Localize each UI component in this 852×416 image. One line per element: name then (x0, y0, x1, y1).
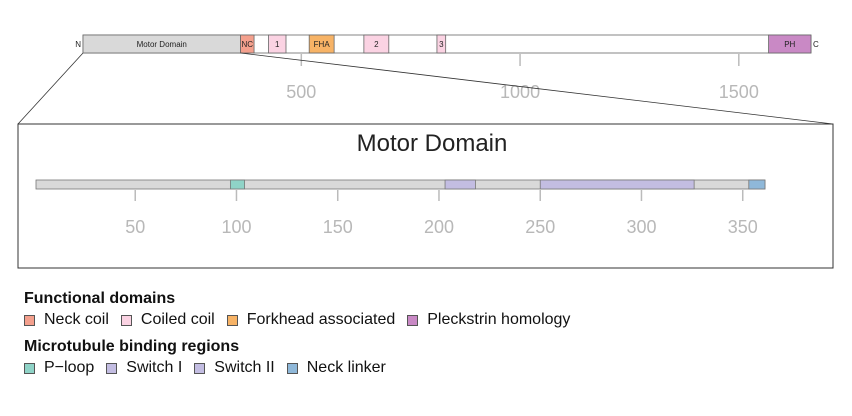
region-switch-ii (539, 179, 695, 190)
domain-fha (308, 34, 335, 54)
protein-tick-label: 500 (286, 82, 316, 102)
domain-label-motor-domain: Motor Domain (137, 40, 187, 49)
motor-panel-frame (17, 123, 834, 269)
region-p-loop (229, 179, 245, 190)
region-neck-linker (748, 179, 766, 190)
domain-2 (363, 34, 390, 54)
domain-label-3: 3 (439, 40, 444, 49)
legend-functional-coiled-coil: Coiled coil (120, 310, 215, 330)
legend-functional-pleckstrin-homology: Pleckstrin homology (407, 310, 570, 330)
domain-label-2: 2 (374, 40, 379, 49)
legend-swatch (24, 314, 35, 326)
legend-mt-switch-ii: Switch II (194, 358, 275, 378)
legend-swatch (226, 314, 238, 326)
legend-functional-neck-coil: Neck coil (24, 310, 109, 330)
motor-tick-label: 150 (323, 217, 353, 237)
motor-tick-label: 250 (525, 217, 555, 237)
domain-label-nc: NC (242, 40, 254, 49)
domain-3 (436, 34, 447, 54)
legend-label: P−loop (44, 359, 95, 376)
zoom-connector-left (17, 52, 84, 125)
legend-label: Coiled coil (140, 311, 215, 328)
legend: Functional domains Neck coil Coiled coil F… (24, 290, 582, 378)
c-terminus-label: C (813, 40, 819, 49)
zoom-connector-right (240, 52, 834, 125)
n-terminus-label: N (75, 40, 81, 49)
legend-label: Pleckstrin homology (427, 311, 571, 328)
legend-swatch (120, 314, 132, 326)
motor-tick-label: 50 (125, 217, 145, 237)
domain-label-ph: PH (784, 40, 795, 49)
mt-legend-title: Microtubule binding regions (24, 338, 240, 355)
protein-tick-label: 1000 (500, 82, 540, 102)
domain-label-fha: FHA (314, 40, 331, 49)
legend-label: Switch II (214, 359, 275, 376)
motor-tick-label: 200 (424, 217, 454, 237)
region-switch-i (444, 179, 476, 190)
legend-swatch (407, 314, 419, 326)
legend-label: Neck coil (44, 311, 109, 328)
legend-label: Switch I (126, 359, 183, 376)
motor-tick-label: 300 (626, 217, 656, 237)
domain-1 (268, 34, 287, 54)
legend-label: Neck linker (306, 359, 386, 376)
full-protein-track: Motor Domain NC 1 FHA 2 3 PH N C 500 1000 1500 (75, 34, 819, 102)
mt-legend-row: P−loop Switch I Switch II Neck linker (24, 358, 582, 378)
protein-tick-label: 1500 (719, 82, 759, 102)
motor-domain-panel: Motor Domain 50 100 150 200 250 300 350 (17, 123, 834, 269)
functional-legend-row: Neck coil Coiled coil Forkhead associated P… (24, 310, 582, 330)
legend-swatch (106, 362, 118, 374)
legend-swatch (194, 362, 206, 374)
motor-panel-title: Motor Domain (357, 130, 508, 157)
legend-swatch (24, 362, 35, 374)
domain-ph (768, 34, 812, 54)
legend-mt-switch-i: Switch I (106, 358, 182, 378)
legend-functional-forkhead-associated: Forkhead associated (226, 310, 396, 330)
domain-label-1: 1 (275, 40, 280, 49)
legend-label: Forkhead associated (246, 311, 396, 328)
motor-tick-label: 100 (221, 217, 251, 237)
motor-tick-label: 350 (728, 217, 758, 237)
legend-mt-neck-linker: Neck linker (286, 358, 386, 378)
legend-mt-p-loop: P−loop (24, 358, 94, 378)
functional-legend-title: Functional domains (24, 290, 176, 307)
legend-swatch (286, 362, 298, 374)
domain-nc (240, 34, 255, 54)
